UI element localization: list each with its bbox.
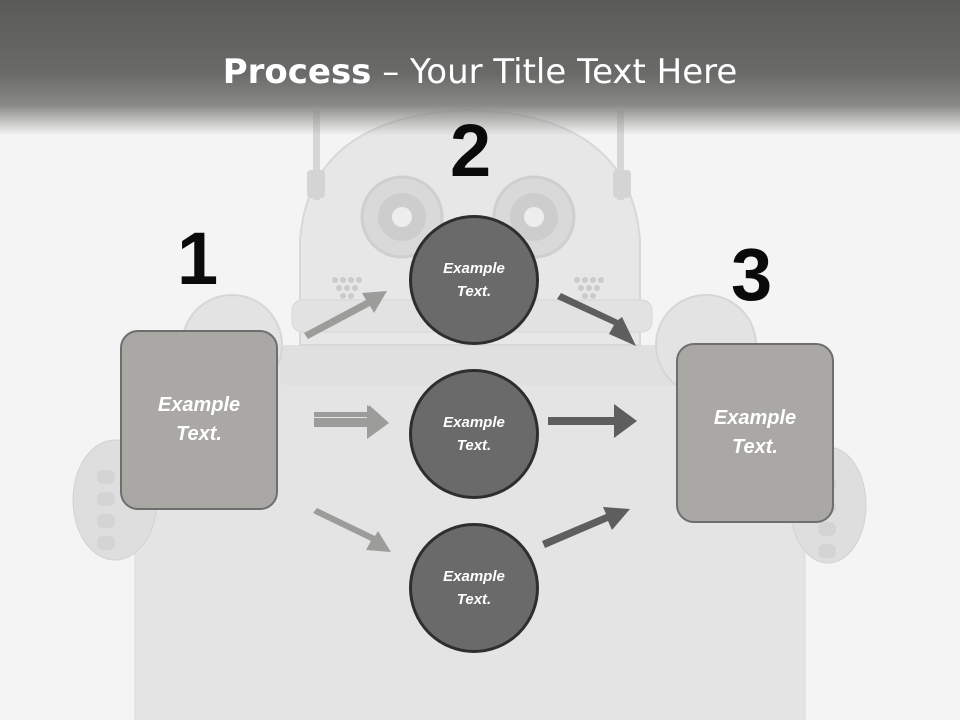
arrow-top-to-right xyxy=(557,293,636,346)
right-box-text: Example Text. xyxy=(713,407,797,458)
circle-bottom: Example Text. xyxy=(409,523,539,653)
title-rest-part: – Your Title Text Here xyxy=(371,52,738,92)
circle-middle-text: Example Text. xyxy=(443,414,505,454)
circle-top-text: Example Text. xyxy=(443,260,505,300)
arrow-left-to-bottom xyxy=(313,508,391,552)
slide-title: Process – Your Title Text Here xyxy=(0,52,960,92)
right-text-box: Example Text. xyxy=(676,343,834,523)
arrow-bottom-to-right xyxy=(542,507,630,548)
arrow-left-to-top xyxy=(304,291,387,339)
circle-middle: Example Text. xyxy=(409,369,539,499)
step-number-2: 2 xyxy=(450,109,492,192)
left-text-box: Example Text. xyxy=(120,330,278,510)
title-bold-part: Process xyxy=(222,52,372,92)
left-box-text: Example Text. xyxy=(157,394,241,445)
step-number-1: 1 xyxy=(177,217,219,300)
arrow-middle-to-right xyxy=(548,404,637,438)
title-bar xyxy=(0,0,960,135)
circle-top: Example Text. xyxy=(409,215,539,345)
circle-bottom-text: Example Text. xyxy=(443,568,505,608)
arrow-left-to-middle xyxy=(314,405,389,439)
step-number-3: 3 xyxy=(731,233,773,316)
